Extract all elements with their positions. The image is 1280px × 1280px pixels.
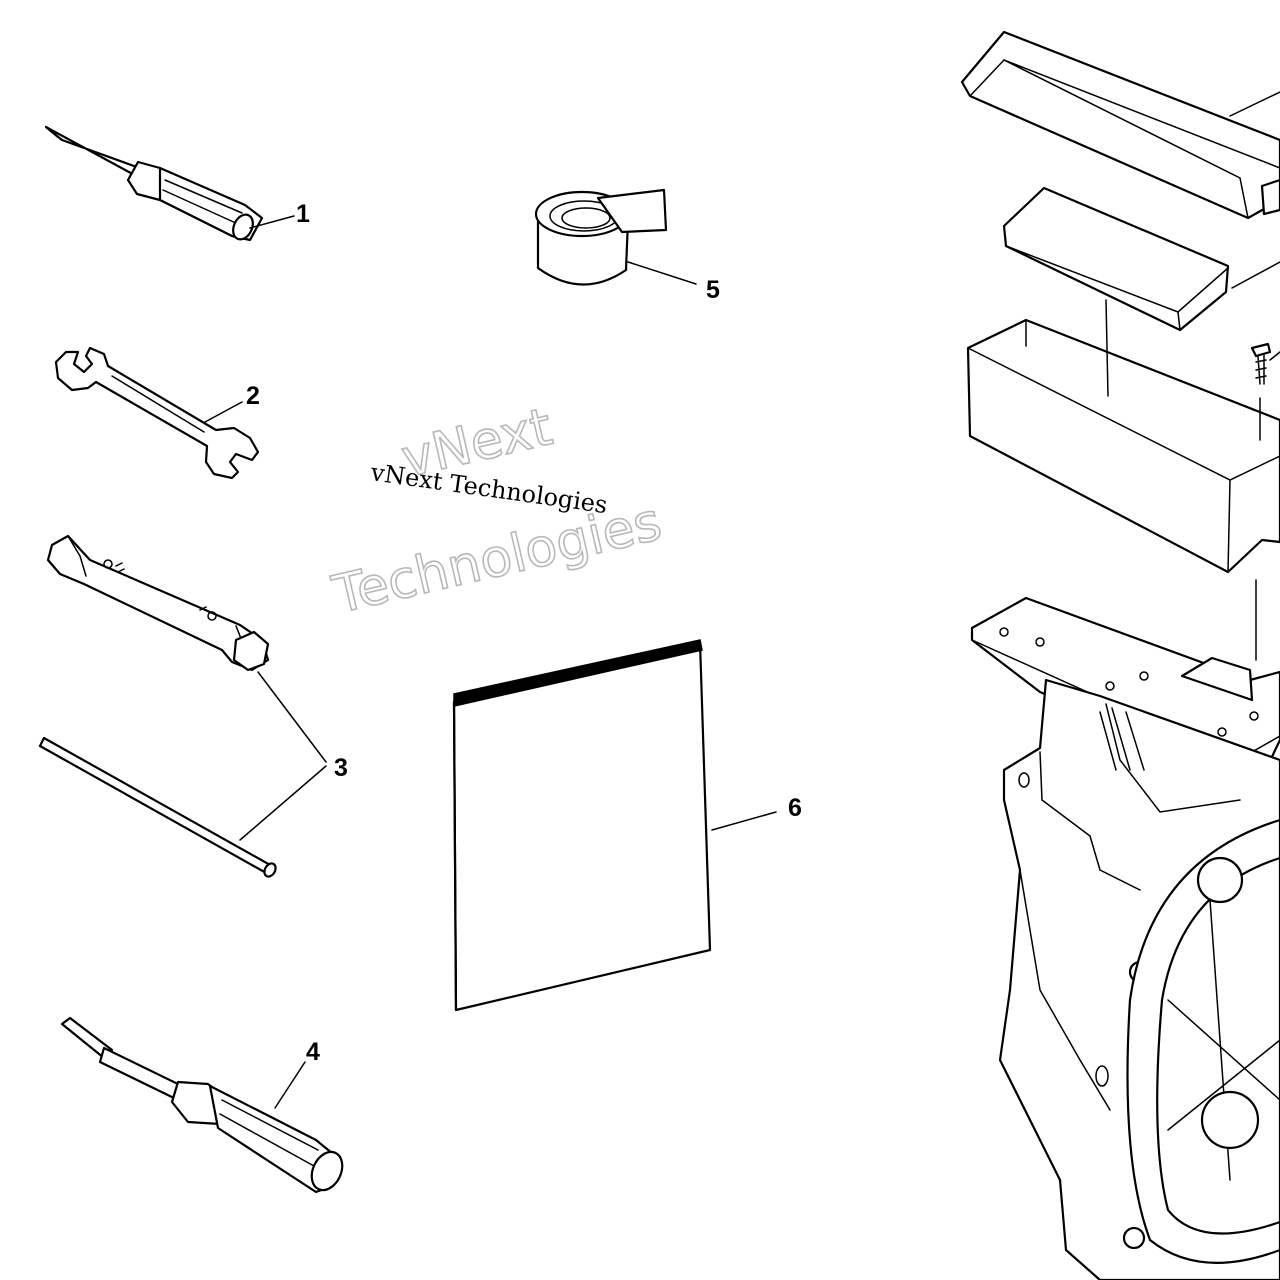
leader-4 xyxy=(274,1061,306,1109)
storage-box-tray xyxy=(966,318,1280,574)
part-3-box-wrench xyxy=(46,534,270,672)
callout-4: 4 xyxy=(306,1038,320,1066)
storage-box-insert xyxy=(1002,186,1230,332)
callout-6: 6 xyxy=(788,794,802,822)
leader-5 xyxy=(627,261,697,285)
part-6-manual xyxy=(452,639,712,1012)
callout-1: 1 xyxy=(296,200,310,228)
watermark: vNext vNext Technologies Technologies xyxy=(326,396,668,626)
callout-5: 5 xyxy=(706,276,720,304)
part-4-screwdriver xyxy=(60,1016,344,1194)
leader-6 xyxy=(711,811,777,831)
leader-1 xyxy=(249,215,295,229)
mounting-screw xyxy=(1250,342,1280,441)
fan-cover-ring xyxy=(1126,818,1280,1264)
part-2-wrench xyxy=(54,346,260,480)
leader-3 xyxy=(239,671,327,841)
part-3-tommy-bar xyxy=(38,736,277,878)
callout-2: 2 xyxy=(246,382,260,410)
leader-2 xyxy=(204,401,243,423)
callout-3: 3 xyxy=(334,754,348,782)
part-5-tape-roll xyxy=(534,188,668,286)
leader-lid xyxy=(1229,91,1280,117)
part-1-screwdriver xyxy=(44,125,264,242)
leader-tray xyxy=(1105,299,1109,397)
watermark-bottom: Technologies xyxy=(327,492,667,626)
storage-box-lid xyxy=(960,30,1280,220)
leader-insert xyxy=(1231,261,1280,289)
